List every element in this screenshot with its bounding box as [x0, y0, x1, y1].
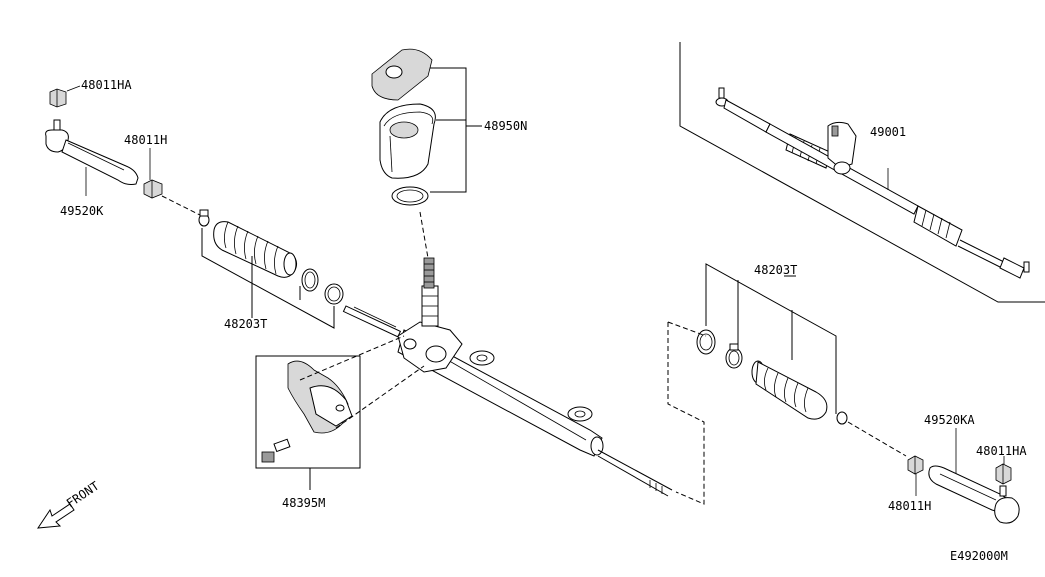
label-48395M: 48395M: [282, 496, 325, 510]
label-49520KA: 49520KA: [924, 413, 975, 427]
label-48011H-right: 48011H: [888, 499, 931, 513]
tie-rod-end-left-49520K: [45, 119, 139, 196]
boot-clamp-small-right: [836, 411, 848, 425]
front-arrow-icon: [37, 503, 75, 529]
label-49001: 49001: [870, 125, 906, 139]
mount-bolt: [261, 438, 291, 463]
dust-cover-top: [371, 48, 433, 101]
boot-band-right: [696, 329, 716, 355]
lock-nut-left-48011HA: [49, 85, 81, 108]
label-48203T-right: 48203T: [754, 263, 797, 277]
front-direction-indicator: FRONT: [37, 479, 102, 529]
boot-kit-left-group: [198, 209, 344, 329]
steering-boot-left: [213, 221, 298, 278]
label-48950N: 48950N: [484, 119, 527, 133]
front-label: FRONT: [64, 479, 102, 511]
boot-kit-right-group: [667, 263, 907, 505]
dust-cover-boot: [379, 103, 436, 179]
dust-cover-kit-48950N: [371, 48, 482, 206]
diagram-code: E492000M: [950, 549, 1008, 563]
boot-clamp-large-left: [301, 268, 319, 292]
tie-rod-end-right-49520KA: [928, 428, 1020, 524]
jam-nut-left-48011H: [143, 148, 163, 199]
steering-rack-housing: [342, 257, 673, 497]
steering-boot-right: [751, 360, 828, 420]
tie-rod-end-right-group: [907, 428, 1020, 524]
label-48203T-left: 48203T: [224, 317, 267, 331]
boot-clamp-small-left: [198, 209, 210, 227]
boot-clamp-large-right: [725, 343, 743, 369]
lock-nut-right-48011HA: [995, 456, 1012, 485]
tie-rod-end-left-group: 48011HA 49520K 48011H: [45, 78, 203, 218]
label-48011HA-left: 48011HA: [81, 78, 132, 92]
label-49520K: 49520K: [60, 204, 104, 218]
steering-gear-assembly-49001: [679, 42, 1045, 303]
label-48011HA-right: 48011HA: [976, 444, 1027, 458]
boot-band-left: [324, 283, 344, 305]
dust-cover-seal-ring: [391, 186, 429, 206]
rack-mount-insulator-48395M: [255, 335, 425, 490]
label-48011H-left: 48011H: [124, 133, 167, 147]
jam-nut-right-48011H: [907, 455, 924, 496]
